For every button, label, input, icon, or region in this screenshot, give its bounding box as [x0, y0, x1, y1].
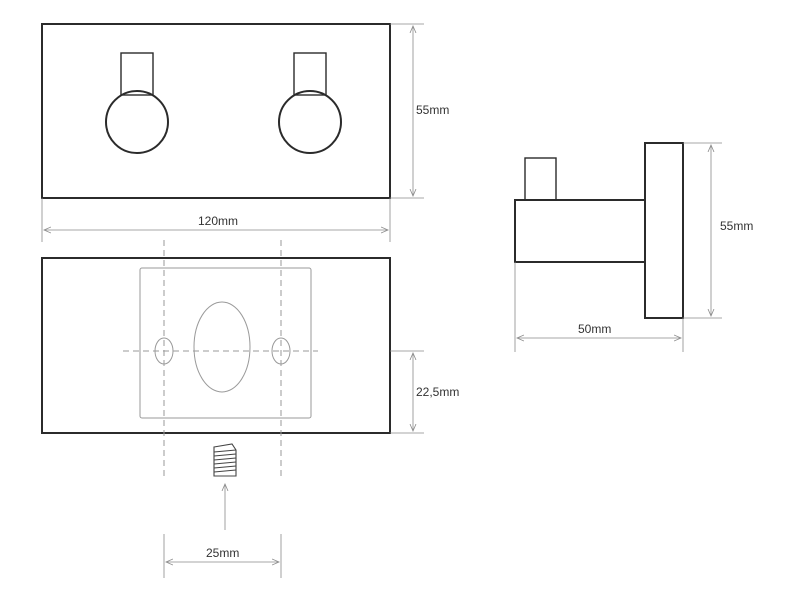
hook-left: [105, 52, 169, 154]
front-width-label: 120mm: [198, 214, 238, 228]
side-view: 55mm 50mm: [514, 142, 753, 352]
hook-right: [278, 52, 342, 154]
front-view: 55mm 120mm: [41, 23, 449, 242]
side-view-arm: [514, 199, 646, 263]
side-depth-dimension: 50mm: [514, 262, 684, 352]
back-view: 22,5mm: [41, 240, 459, 478]
center-opening: [193, 301, 251, 393]
front-height-dimension: 55mm: [390, 23, 449, 199]
side-height-label: 55mm: [720, 219, 753, 233]
side-view-hook-tip: [524, 157, 557, 201]
front-view-body: [41, 23, 391, 199]
back-height-label: 22,5mm: [416, 385, 459, 399]
screw-spacing-label: 25mm: [206, 546, 239, 560]
side-view-plate: [644, 142, 684, 319]
front-height-label: 55mm: [416, 103, 449, 117]
screw: [213, 443, 237, 530]
back-height-dimension: 22,5mm: [390, 350, 459, 434]
center-lines: [123, 240, 318, 478]
screw-spacing-dimension: 25mm: [163, 534, 282, 578]
side-depth-label: 50mm: [578, 322, 611, 336]
side-height-dimension: 55mm: [683, 142, 753, 319]
front-width-dimension: 120mm: [41, 198, 391, 242]
back-view-body: [41, 257, 391, 434]
mounting-plate: [139, 267, 312, 419]
